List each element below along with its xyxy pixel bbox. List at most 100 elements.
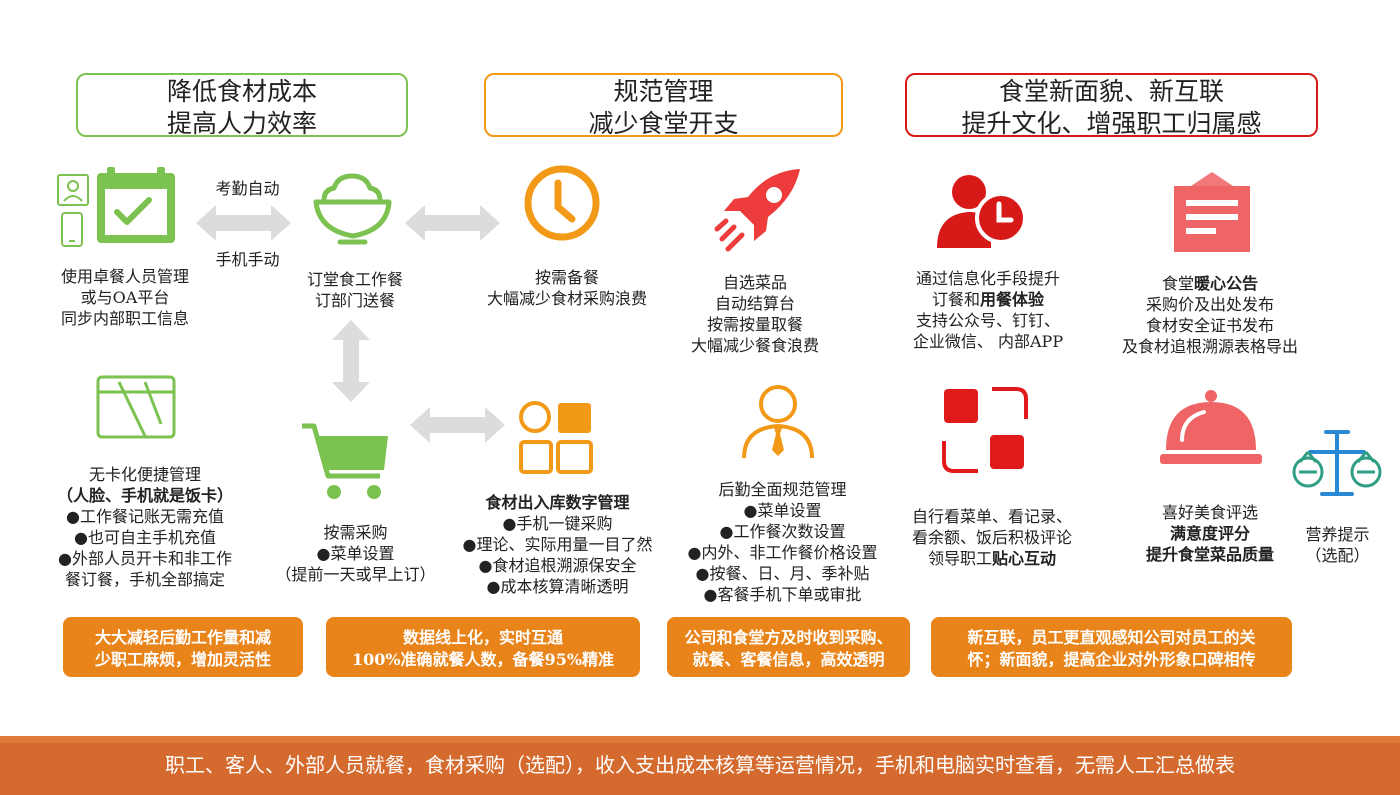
inventory-line: ●食材追根溯源保安全 <box>478 556 637 575</box>
logistics-line: ●按餐、日、月、季补贴 <box>695 564 870 583</box>
vertical-double-arrow-icon <box>332 320 370 402</box>
info-line: 支持公众号、钉钉、 <box>915 311 1060 330</box>
scan-icon <box>942 387 1028 473</box>
info-line: 企业微信、 内部APP <box>912 332 1064 351</box>
cardless-line: ●也可自主手机充值 <box>74 528 216 547</box>
summary-line: 新互联，员工更直观感知公司对员工的关 <box>967 628 1256 647</box>
double-arrow-icon <box>196 205 291 241</box>
summary-box-workload: 大大减轻后勤工作量和减 少职工麻烦，增加灵活性 <box>63 617 303 677</box>
summary-line: 公司和食堂方及时收到采购、 <box>684 628 893 647</box>
food-cloche-icon <box>1160 390 1262 464</box>
arrow-label-bottom: 手机手动 <box>215 250 280 269</box>
nutrition-line: 营养提示 <box>1305 525 1370 544</box>
inventory-title: 食材出入库数字管理 <box>485 493 630 512</box>
cardless-line: （人脸、手机就是饭卡） <box>56 486 233 505</box>
header-management-line2: 减少食堂开支 <box>588 109 739 138</box>
prep-line: 大幅减少食材采购浪费 <box>486 289 647 308</box>
notice-text: 食堂暖心公告 采购价及出处发布 食材安全证书发布 及食材追根溯源表格导出 <box>1105 273 1315 357</box>
summary-line: 少职工麻烦，增加灵活性 <box>94 650 271 669</box>
clock-icon <box>524 165 600 241</box>
double-arrow-icon <box>410 407 505 443</box>
manager-icon <box>742 385 814 459</box>
cardless-line: 无卡化便捷管理 <box>88 465 201 484</box>
logistics-line: ●菜单设置 <box>743 501 822 520</box>
menu-view-line3-b: 贴心互动 <box>992 549 1057 568</box>
self-select-line: 按需按量取餐 <box>706 315 803 334</box>
notice-line1-a: 食堂 <box>1161 274 1194 293</box>
purchase-line: （提前一天或早上订） <box>275 565 436 584</box>
notice-line: 食堂暖心公告 <box>1105 273 1315 294</box>
header-cost-line2: 提高人力效率 <box>166 109 317 138</box>
arrow-label-top: 考勤自动 <box>215 179 280 198</box>
self-select-line: 自选菜品 <box>722 273 787 292</box>
notice-line: 及食材追根溯源表格导出 <box>1121 337 1298 356</box>
info-line: 订餐和用餐体验 <box>893 289 1083 310</box>
nutrition-text: 营养提示 （选配） <box>1295 524 1380 566</box>
notice-line: 采购价及出处发布 <box>1145 295 1274 314</box>
balance-scale-icon <box>1292 430 1382 496</box>
info-line2-b: 用餐体验 <box>980 290 1045 309</box>
logistics-line: 后勤全面规范管理 <box>718 480 847 499</box>
menu-view-line: 自行看菜单、看记录、 <box>911 507 1072 526</box>
meal-order-text: 订堂食工作餐 订部门送餐 <box>290 269 420 311</box>
footer-stripe <box>0 736 1400 743</box>
summary-line: 数据线上化，实时互通 <box>402 628 563 647</box>
rating-line: 提升食堂菜品质量 <box>1145 545 1274 564</box>
rating-text: 喜好美食评选 满意度评分 提升食堂菜品质量 <box>1125 502 1295 565</box>
menu-view-text: 自行看菜单、看记录、 看余额、饭后积极评论 领导职工贴心互动 <box>892 506 1092 569</box>
header-culture-line1: 食堂新面貌、新互联 <box>998 77 1224 106</box>
footer-band: 职工、客人、外部人员就餐，食材采购（选配），收入支出成本核算等运营情况，手机和电… <box>0 736 1400 795</box>
staff-sync-text: 使用卓餐人员管理 或与OA平台 同步内部职工信息 <box>30 266 220 329</box>
meal-order-line: 订堂食工作餐 <box>306 270 403 289</box>
rating-line: 喜好美食评选 <box>1161 503 1258 522</box>
double-arrow-icon <box>405 205 500 241</box>
purchase-line: 按需采购 <box>323 523 388 542</box>
logistics-line: ●内外、非工作餐价格设置 <box>687 543 878 562</box>
calendar-check-icon <box>57 167 175 247</box>
cart-icon <box>302 423 388 499</box>
summary-box-transparency: 公司和食堂方及时收到采购、 就餐、客餐信息，高效透明 <box>667 617 910 677</box>
rating-line: 满意度评分 <box>1169 524 1250 543</box>
notice-board-icon <box>1174 172 1250 252</box>
card-slash-icon <box>96 375 176 439</box>
info-line: 通过信息化手段提升 <box>915 269 1060 288</box>
grid-apps-icon <box>519 401 593 474</box>
summary-line: 怀；新面貌，提高企业对外形象口碑相传 <box>967 650 1256 669</box>
header-management: 规范管理 减少食堂开支 <box>484 73 843 138</box>
logistics-line: ●工作餐次数设置 <box>719 522 846 541</box>
header-cost-line1: 降低食材成本 <box>166 77 317 106</box>
bowl-icon <box>313 173 392 245</box>
header-culture: 食堂新面貌、新互联 提升文化、增强职工归属感 <box>905 73 1318 138</box>
staff-sync-line: 或与OA平台 <box>80 288 170 307</box>
cardless-line: 餐订餐，手机全部搞定 <box>64 570 225 589</box>
header-management-line1: 规范管理 <box>613 77 714 106</box>
staff-sync-line: 使用卓餐人员管理 <box>60 267 189 286</box>
self-select-line: 自动结算台 <box>714 294 795 313</box>
notice-line1-b: 暖心公告 <box>1194 274 1259 293</box>
summary-line: 大大减轻后勤工作量和减 <box>94 628 271 647</box>
prep-text: 按需备餐 大幅减少食材采购浪费 <box>472 267 662 309</box>
self-select-line: 大幅减少餐食浪费 <box>690 336 819 355</box>
menu-view-line: 领导职工贴心互动 <box>892 548 1092 569</box>
header-culture-line2: 提升文化、增强职工归属感 <box>961 109 1262 138</box>
nutrition-line: （选配） <box>1305 546 1370 565</box>
self-select-text: 自选菜品 自动结算台 按需按量取餐 大幅减少餐食浪费 <box>670 272 840 356</box>
cardless-line: ●外部人员开卡和非工作 <box>58 549 232 568</box>
logistics-line: ●客餐手机下单或审批 <box>703 585 862 604</box>
notice-line: 食材安全证书发布 <box>1145 316 1274 335</box>
purchase-line: ●菜单设置 <box>316 544 395 563</box>
inventory-line: ●成本核算清晰透明 <box>486 577 629 596</box>
purchase-text: 按需采购 ●菜单设置 （提前一天或早上订） <box>268 522 443 585</box>
info-line2-a: 订餐和 <box>931 290 980 309</box>
inventory-text: 食材出入库数字管理 ●手机一键采购 ●理论、实际用量一目了然 ●食材追根溯源保安… <box>445 492 670 597</box>
user-clock-icon <box>937 175 1027 248</box>
summary-line: 就餐、客餐信息，高效透明 <box>692 650 885 669</box>
rocket-icon <box>714 169 800 252</box>
prep-line: 按需备餐 <box>534 268 599 287</box>
inventory-line: ●手机一键采购 <box>502 514 613 533</box>
footer-text: 职工、客人、外部人员就餐，食材采购（选配），收入支出成本核算等运营情况，手机和电… <box>165 753 1235 777</box>
meal-order-line: 订部门送餐 <box>314 291 395 310</box>
menu-view-line3-a: 领导职工 <box>927 549 992 568</box>
cardless-line: ●工作餐记账无需充值 <box>66 507 224 526</box>
summary-box-image: 新互联，员工更直观感知公司对员工的关 怀；新面貌，提高企业对外形象口碑相传 <box>931 617 1292 677</box>
